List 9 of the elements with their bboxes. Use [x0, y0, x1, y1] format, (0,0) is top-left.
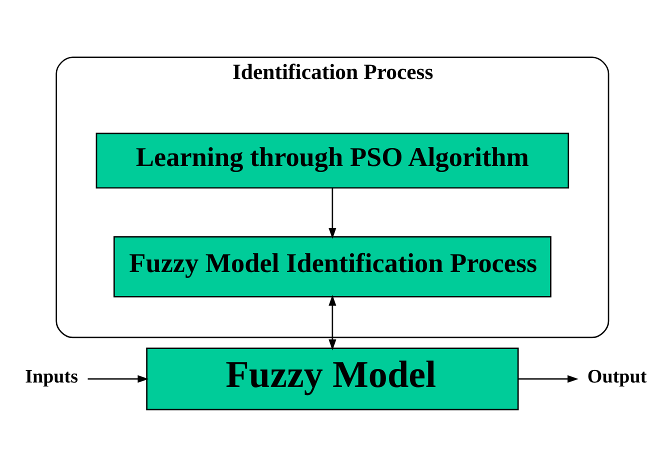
- arrow: [328, 294, 336, 350]
- node-box: Fuzzy Model Identification Process: [113, 236, 552, 298]
- arrow: [518, 375, 578, 383]
- node-box: Fuzzy Model: [146, 348, 519, 410]
- arrow: [328, 188, 336, 239]
- node-box: Learning through PSO Algorithm: [96, 132, 570, 189]
- node-text: Inputs: [25, 366, 78, 388]
- arrow: [88, 375, 149, 383]
- node-text: Output: [587, 366, 647, 388]
